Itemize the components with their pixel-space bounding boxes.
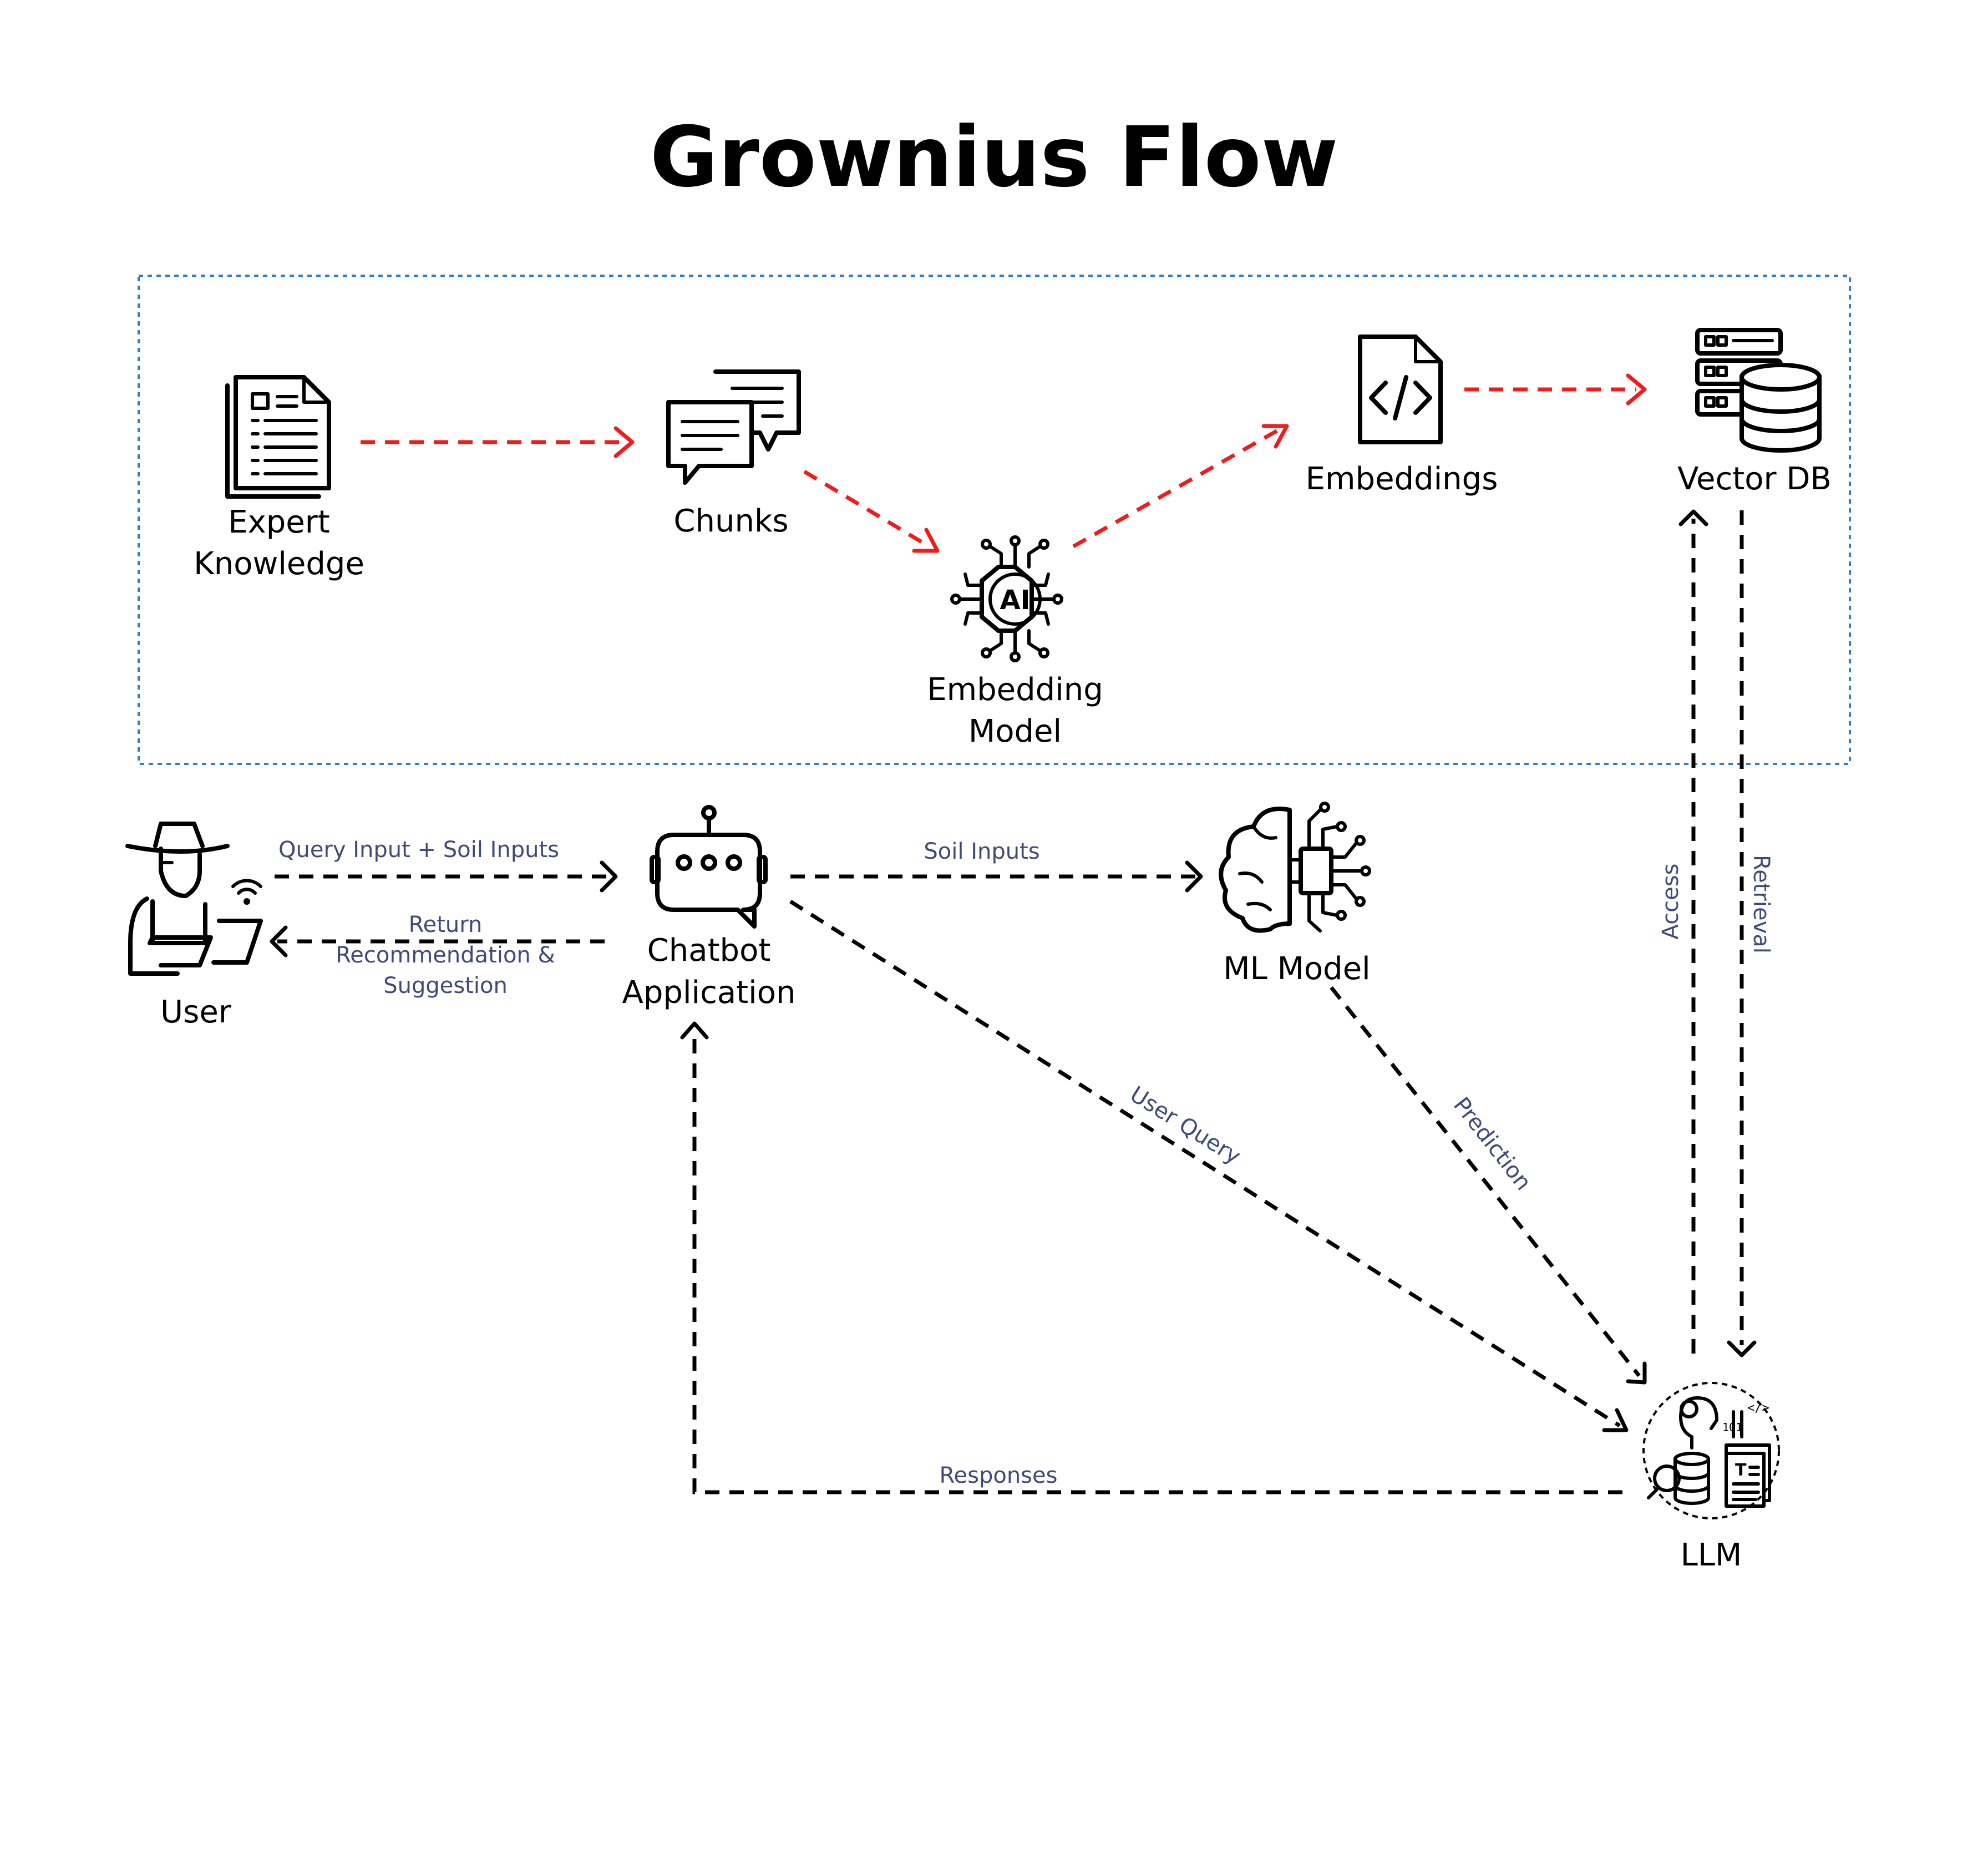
- edge-llm-to-chatbot-responses: [680, 1021, 1622, 1494]
- edge-chatbot-to-llm: [789, 900, 1629, 1432]
- edge-chatbot-to-user: [270, 925, 605, 957]
- page-title: Grownius Flow: [650, 109, 1338, 206]
- node-label-ml-model: ML Model: [1223, 951, 1370, 987]
- edge-label-query-input: Query Input + Soil Inputs: [278, 837, 559, 863]
- svg-text:AI: AI: [1000, 585, 1030, 616]
- svg-text:101: 101: [1722, 1421, 1742, 1434]
- edge-chatbot-to-ml-model: [790, 860, 1203, 893]
- edge-chunks-to-embedding-model: [803, 469, 940, 553]
- llm-icon: </> 101 T: [1642, 1382, 1780, 1519]
- node-label-user: User: [160, 994, 232, 1030]
- node-ml-model: ML Model: [1219, 802, 1371, 987]
- edge-embedding-model-to-embeddings: [1072, 424, 1289, 549]
- edge-label-prediction: Prediction: [1448, 1093, 1536, 1195]
- node-label-vector-db: Vector DB: [1677, 461, 1832, 497]
- node-vector-db: Vector DB: [1677, 328, 1832, 497]
- edge-label-access: Access: [1658, 864, 1683, 940]
- edge-label-soil-inputs: Soil Inputs: [924, 839, 1039, 864]
- robot-icon: [650, 805, 768, 929]
- edge-label-return-3: Suggestion: [383, 973, 508, 999]
- document-icon: [225, 375, 331, 499]
- node-label-embedding-2: Model: [968, 713, 1062, 749]
- ai-chip-icon: AI: [950, 535, 1063, 662]
- node-label-expert-2: Knowledge: [194, 546, 364, 582]
- database-server-icon: [1695, 328, 1822, 453]
- node-embedding-model: AI Embedding Model: [927, 535, 1103, 749]
- chat-bubbles-icon: [666, 369, 801, 485]
- node-label-chatbot-2: Application: [622, 975, 796, 1011]
- edge-vector-db-to-llm-retrieval: [1727, 510, 1757, 1357]
- node-label-embeddings: Embeddings: [1306, 461, 1498, 497]
- code-file-icon: [1358, 335, 1443, 444]
- edge-user-to-chatbot: [275, 860, 618, 893]
- ingestion-group: [138, 275, 1851, 765]
- node-expert-knowledge: Expert Knowledge: [194, 375, 364, 582]
- svg-text:</>: </>: [1747, 1401, 1769, 1415]
- edge-label-return-2: Recommendation &: [336, 942, 555, 968]
- node-chatbot: Chatbot Application: [622, 805, 796, 1011]
- node-chunks: Chunks: [666, 369, 801, 539]
- edge-ml-model-to-llm: [1330, 986, 1647, 1385]
- edge-embeddings-to-vector-db: [1464, 373, 1647, 406]
- edge-expert-to-chunks: [361, 426, 635, 458]
- edge-label-return-1: Return: [409, 912, 483, 938]
- node-embeddings: Embeddings: [1306, 335, 1498, 497]
- node-label-expert-1: Expert: [228, 504, 330, 540]
- edge-llm-to-vector-db-access: [1678, 509, 1708, 1354]
- farmer-icon: [125, 822, 263, 976]
- svg-text:T: T: [1735, 1461, 1747, 1480]
- brain-circuit-icon: [1219, 802, 1371, 933]
- node-label-embedding-1: Embedding: [927, 672, 1103, 708]
- node-user: User: [125, 822, 263, 1030]
- node-label-chatbot-1: Chatbot: [647, 933, 771, 969]
- node-label-llm: LLM: [1681, 1537, 1742, 1573]
- edge-label-responses: Responses: [940, 1463, 1058, 1488]
- node-label-chunks: Chunks: [673, 503, 788, 539]
- edge-label-retrieval: Retrieval: [1748, 855, 1774, 954]
- node-llm: </> 101 T LLM: [1642, 1382, 1780, 1573]
